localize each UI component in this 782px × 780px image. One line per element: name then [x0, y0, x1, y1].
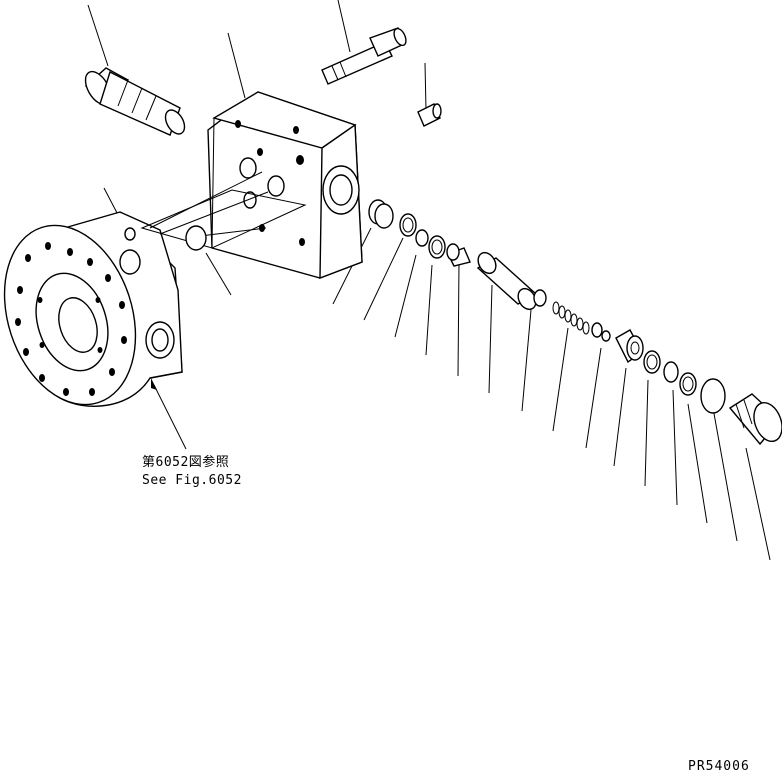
cartridge-valve	[84, 67, 186, 136]
bolt	[321, 27, 407, 85]
valve-block	[207, 91, 363, 280]
flange-housing	[3, 211, 183, 407]
drawing-code: PR54006	[688, 759, 750, 774]
plug-disc	[185, 225, 207, 251]
arrow-head-icon	[151, 378, 157, 390]
reference-label-en: See Fig.6052	[142, 473, 242, 488]
reference-label-jp: 第6052図参照	[142, 454, 229, 470]
screw	[417, 103, 442, 127]
exploded-parts-row	[368, 199, 782, 446]
o-ring	[124, 227, 136, 241]
leader-lines	[87, 0, 771, 561]
